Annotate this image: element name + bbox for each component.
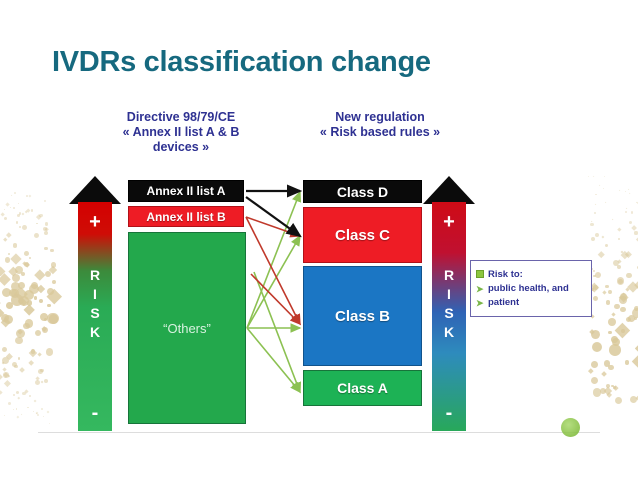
box-class-a[interactable]: Class A bbox=[303, 370, 422, 406]
box-others[interactable]: “Others” bbox=[128, 232, 246, 424]
box-class-d[interactable]: Class D bbox=[303, 180, 422, 203]
risk-plus-label: + bbox=[443, 211, 455, 233]
risk-letter: I bbox=[447, 286, 451, 302]
risk-minus-label: - bbox=[91, 402, 99, 424]
heading-line: « Annex II list A & B bbox=[122, 125, 240, 139]
chevron-right-icon: ➤ bbox=[476, 297, 484, 308]
column-heading-regulation: New regulation « Risk based rules » bbox=[288, 110, 472, 140]
chevron-right-icon: ➤ bbox=[476, 283, 484, 294]
heading-line: « Risk based rules » bbox=[319, 125, 441, 139]
risk-minus-label: - bbox=[445, 402, 453, 424]
arrow-up-icon bbox=[423, 176, 475, 204]
connector-others-classA-alt bbox=[253, 271, 302, 394]
heading-line: devices » bbox=[152, 140, 210, 154]
box-annex-ii-list-b[interactable]: Annex II list B bbox=[128, 206, 244, 227]
box-annex-ii-list-a[interactable]: Annex II list A bbox=[128, 180, 244, 202]
connector-arrows bbox=[245, 184, 303, 394]
connector-annexB-classB-alt bbox=[250, 273, 302, 326]
risk-word-label: R I S K bbox=[90, 266, 100, 342]
risk-letter: R bbox=[89, 267, 101, 283]
risk-scale-body: + R I S K - bbox=[432, 202, 466, 431]
legend-risk-to: Risk to: ➤ public health, and ➤ patient bbox=[470, 260, 592, 317]
risk-scale-body: + R I S K - bbox=[78, 202, 112, 431]
connector-others-classA bbox=[246, 327, 302, 394]
risk-scale-left: + R I S K - bbox=[69, 176, 121, 431]
risk-letter: S bbox=[90, 305, 100, 321]
risk-letter: R bbox=[443, 267, 455, 283]
square-bullet-icon bbox=[476, 269, 488, 281]
footer-divider bbox=[38, 432, 600, 433]
page-title: IVDRs classification change bbox=[52, 46, 431, 78]
risk-letter: K bbox=[443, 324, 455, 340]
legend-text: public health, and bbox=[488, 283, 569, 294]
connector-others-classD bbox=[246, 190, 301, 329]
connector-annexA-classC bbox=[245, 196, 302, 238]
classification-diagram: Directive 98/79/CE « Annex II list A & B… bbox=[0, 96, 638, 436]
legend-text: Risk to: bbox=[488, 269, 523, 280]
box-class-c[interactable]: Class C bbox=[303, 207, 422, 263]
column-heading-directive: Directive 98/79/CE « Annex II list A & B… bbox=[86, 110, 276, 155]
heading-line: New regulation bbox=[335, 110, 425, 124]
arrow-up-icon bbox=[69, 176, 121, 204]
risk-word-label: R I S K bbox=[444, 266, 454, 342]
risk-plus-label: + bbox=[89, 211, 101, 233]
heading-line: Directive 98/79/CE bbox=[126, 110, 236, 124]
legend-row: Risk to: bbox=[476, 268, 585, 281]
legend-row: ➤ patient bbox=[476, 296, 585, 309]
risk-scale-right: + R I S K - bbox=[423, 176, 475, 431]
risk-letter: S bbox=[444, 305, 454, 321]
legend-row: ➤ public health, and bbox=[476, 282, 585, 295]
watermark-badge bbox=[561, 418, 580, 437]
risk-letter: I bbox=[93, 286, 97, 302]
box-class-b[interactable]: Class B bbox=[303, 266, 422, 366]
connector-others-classC bbox=[246, 234, 301, 329]
legend-text: patient bbox=[488, 297, 520, 308]
risk-letter: K bbox=[89, 324, 101, 340]
connector-annexB-classB bbox=[245, 216, 301, 326]
